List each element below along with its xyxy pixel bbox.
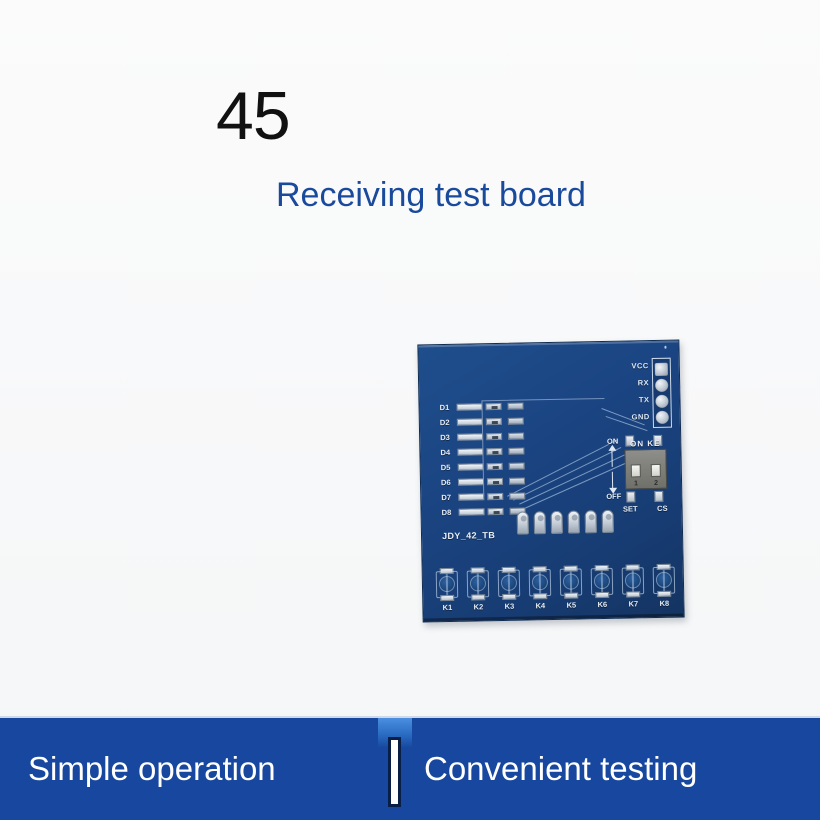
button-label: K8 [659, 598, 670, 608]
pin-pad-rx [655, 378, 669, 392]
resistor-icon [486, 447, 503, 456]
dip-pad [654, 490, 664, 503]
button-pad-bottom [626, 591, 641, 598]
button-pad-bottom [657, 590, 672, 597]
solder-pad [508, 476, 526, 485]
solder-pad-round [533, 511, 547, 535]
resistor-icon [487, 507, 504, 516]
button-pad-bottom [440, 594, 455, 602]
solder-pad [507, 402, 524, 410]
resistor-icon [486, 477, 504, 486]
pin-label-gnd: GND [631, 412, 650, 422]
solder-pad-round [567, 510, 581, 534]
led-label: D8 [441, 507, 452, 518]
pin-header [651, 357, 672, 429]
item-number: 45 [216, 78, 291, 154]
pin-pad-vcc [654, 362, 668, 376]
tactile-button[interactable]: K4 [528, 566, 553, 610]
dip-switch[interactable]: 1 2 [624, 448, 668, 490]
dip-position-number: 2 [654, 479, 659, 488]
tactile-button[interactable]: K8 [652, 563, 677, 608]
led-label: D6 [440, 477, 451, 488]
solder-pad [509, 491, 526, 500]
board-edge-top [418, 340, 679, 348]
resistor-icon [485, 417, 502, 426]
button-pad-bottom [533, 593, 548, 600]
led-label: D1 [439, 402, 450, 413]
led-icon [457, 462, 484, 471]
mounting-hole-icon [663, 345, 667, 349]
button-label: K2 [473, 602, 484, 612]
led-icon [457, 432, 484, 441]
resistor-icon [485, 402, 502, 411]
solder-pad-round [601, 509, 615, 534]
banner-divider-icon [388, 737, 401, 807]
button-label: K3 [504, 601, 515, 611]
dip-pad [626, 491, 636, 503]
button-pad-bottom [564, 592, 579, 599]
pin-label-vcc: VCC [631, 361, 649, 371]
solder-pad-round [550, 510, 564, 535]
resistor-icon [486, 462, 503, 471]
bottom-banner: Simple operation Convenient testing [0, 716, 820, 820]
resistor-icon [486, 432, 503, 441]
arrow-down-icon [611, 471, 614, 489]
tactile-button[interactable]: K2 [466, 567, 491, 612]
pin-label-rx: RX [637, 378, 650, 388]
button-pad-bottom [502, 593, 517, 600]
board-edge-bottom [423, 613, 684, 622]
dip-cs-label: CS [657, 503, 668, 513]
solder-pad [508, 432, 525, 440]
button-label: K6 [597, 599, 608, 610]
dip-knob[interactable] [650, 463, 661, 477]
arrow-up-icon [610, 449, 613, 467]
solder-pad [507, 417, 524, 425]
led-label: D5 [440, 462, 451, 473]
button-label: K4 [535, 601, 546, 611]
solder-pad [508, 462, 525, 470]
solder-pad-round [584, 510, 598, 534]
led-label: D4 [440, 447, 451, 458]
button-pad-bottom [595, 591, 610, 599]
dip-knob[interactable] [630, 463, 641, 478]
solder-pad [508, 447, 525, 455]
product-photo: VCC RX TX GND D1 D2 [404, 330, 696, 623]
silkscreen-part-number: JDY_42_TB [441, 530, 496, 542]
led-icon [458, 507, 485, 516]
resistor-icon [487, 492, 504, 501]
tactile-button[interactable]: K6 [590, 564, 615, 609]
dip-top-label: ON KE [630, 438, 661, 449]
banner-right-text: Convenient testing [424, 750, 698, 787]
button-label: K5 [566, 600, 577, 610]
page-title: Receiving test board [276, 176, 586, 214]
pin-pad-gnd [655, 410, 669, 424]
dip-position-number: 1 [634, 480, 639, 488]
solder-pad-round [516, 511, 530, 535]
led-icon [457, 477, 485, 486]
button-pad-bottom [471, 594, 486, 601]
tactile-button[interactable]: K5 [559, 565, 584, 610]
pin-pad-tx [655, 394, 669, 408]
led-icon [457, 447, 484, 456]
dip-switch-1[interactable]: 1 [625, 450, 646, 488]
led-label: D7 [441, 492, 452, 503]
led-label: D2 [439, 417, 450, 428]
dip-switch-2[interactable]: 2 [645, 450, 666, 488]
pcb-board: VCC RX TX GND D1 D2 [417, 339, 685, 623]
tactile-button[interactable]: K1 [435, 567, 460, 612]
button-label: K1 [442, 602, 453, 613]
banner-left-text: Simple operation [28, 750, 276, 787]
led-icon [456, 417, 483, 426]
pin-label-tx: TX [638, 395, 650, 405]
tactile-button[interactable]: K3 [497, 566, 522, 611]
tactile-button[interactable]: K7 [621, 564, 646, 609]
led-icon [458, 492, 485, 501]
dip-set-label: SET [622, 504, 638, 514]
led-icon [456, 402, 483, 411]
button-label: K7 [628, 599, 639, 609]
led-label: D3 [440, 432, 450, 443]
